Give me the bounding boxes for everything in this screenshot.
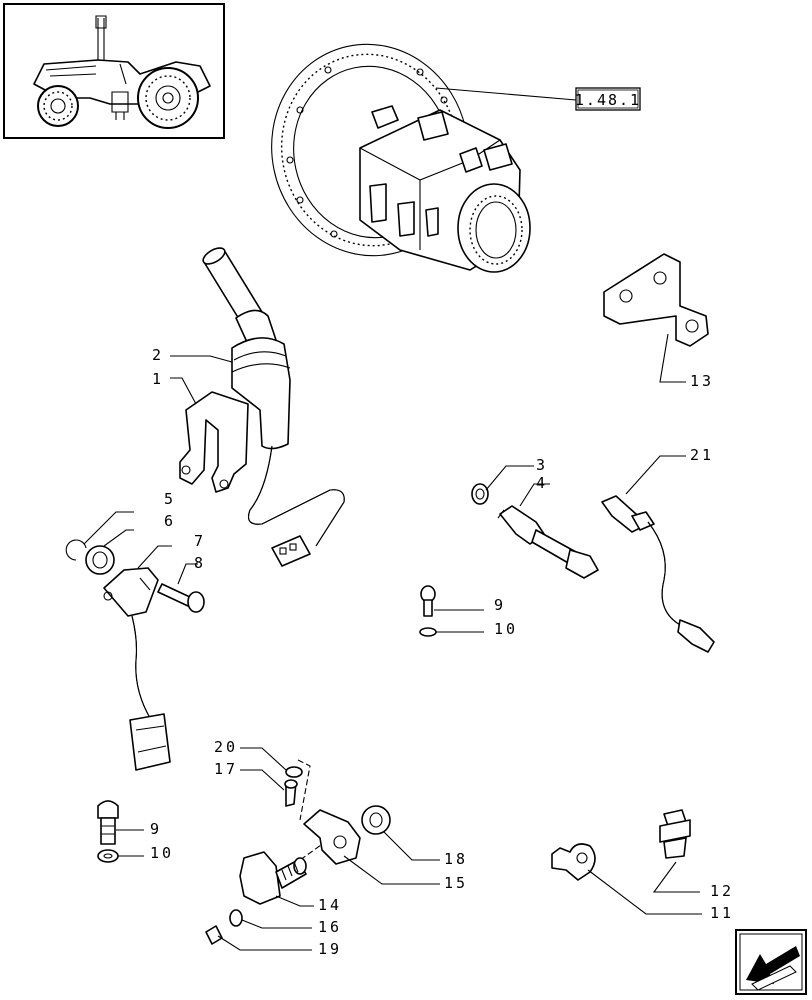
reference-box[interactable]: 1.48.1: [575, 87, 641, 111]
callout-3: 3: [536, 456, 548, 474]
callout-2: 2: [152, 346, 164, 364]
callout-15: 15: [444, 874, 468, 892]
next-page-arrow-icon[interactable]: [735, 929, 807, 995]
callout-16: 16: [318, 918, 342, 936]
callout-12: 12: [710, 882, 734, 900]
part-9-10-bolt-washer-mid: [419, 585, 484, 637]
callout-6: 6: [164, 512, 176, 530]
reference-box-label: 1.48.1: [575, 91, 641, 109]
part-12-sensor: [652, 809, 700, 893]
callout-7: 7: [194, 532, 206, 550]
callout-8: 8: [194, 554, 206, 572]
callout-5: 5: [164, 490, 176, 508]
callout-11: 11: [710, 904, 734, 922]
callout-19: 19: [318, 940, 342, 958]
part-21-sensor: [601, 455, 715, 653]
transmission-housing: [271, 43, 577, 273]
callout-4: 4: [536, 474, 548, 492]
part-5-to-8-sensor-assembly: [65, 511, 205, 771]
callout-9-mid: 9: [494, 596, 506, 614]
part-1-2-lever-switch: [170, 247, 345, 567]
part-9-10-bolt-washer-left: [97, 800, 144, 863]
callout-17: 17: [214, 760, 238, 778]
tractor-thumbnail-icon[interactable]: [3, 3, 225, 139]
part-13-bracket: [603, 253, 709, 383]
part-11-clamp: [551, 843, 702, 915]
callout-labels: 2 1 3 4 5 6 7 8 9 10 9 10 11 12 13 14 15…: [150, 346, 734, 958]
callout-9-left: 9: [150, 820, 162, 838]
callout-14: 14: [318, 896, 342, 914]
callout-18: 18: [444, 850, 468, 868]
part-3-4-sensor: [471, 465, 599, 579]
callout-13: 13: [690, 372, 714, 390]
callout-10-left: 10: [150, 844, 174, 862]
part-14-to-20-sensor-bracket: [205, 747, 440, 951]
callout-1: 1: [152, 370, 164, 388]
callout-10-mid: 10: [494, 620, 518, 638]
callout-21: 21: [690, 446, 714, 464]
callout-20: 20: [214, 738, 238, 756]
